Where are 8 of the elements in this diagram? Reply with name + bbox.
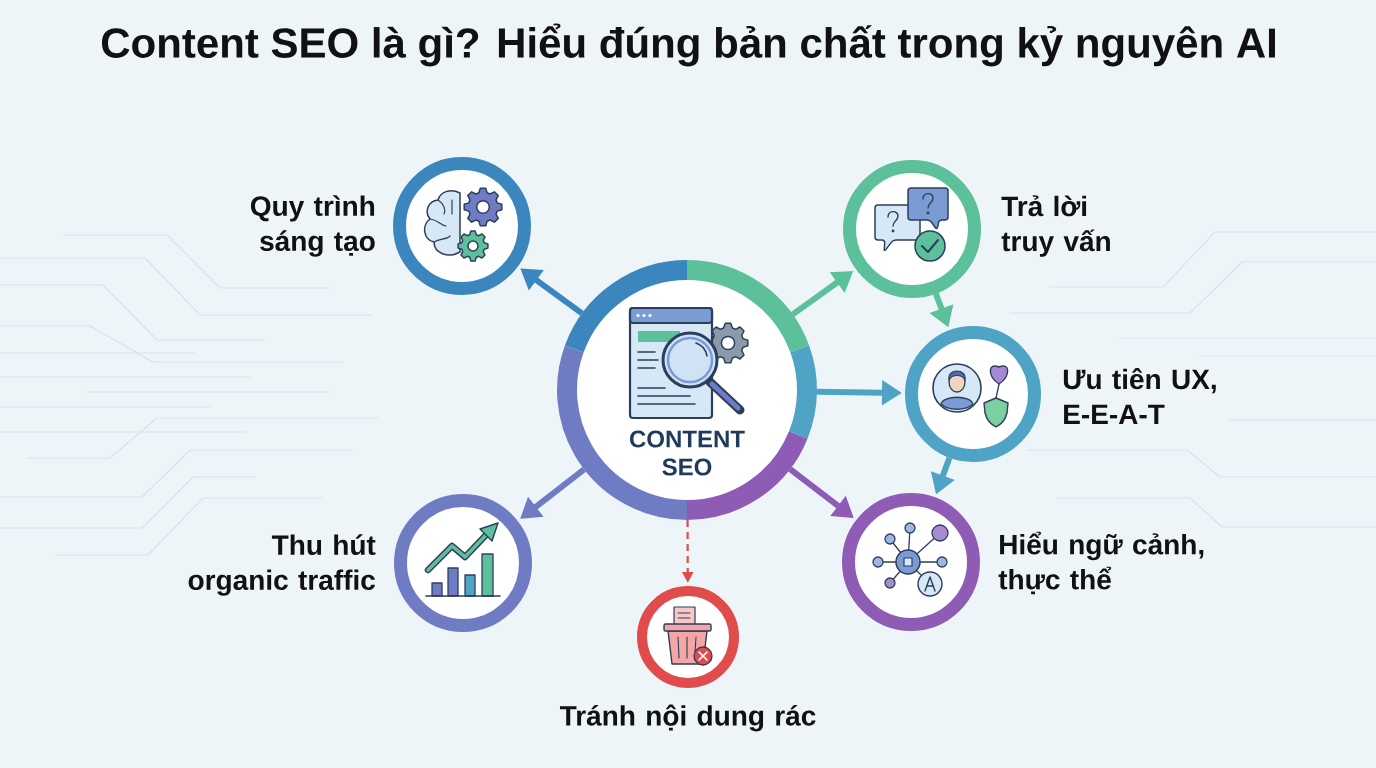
- node-label: CONTENT SEO: [630, 430, 745, 476]
- node-label: Quy trình sáng tạo: [250, 195, 375, 257]
- node-label: Thu hút organic traffic: [188, 534, 376, 596]
- node-label: Trả lời truy vấn: [1001, 195, 1110, 257]
- node-label: Hiểu ngữ cảnh, thực thể: [998, 531, 1204, 595]
- title: Content SEO là gì? Hiểu đúng bản chất trong kỷ nguyên AI: [101, 23, 1275, 67]
- node-label: Ưu tiên UX, E-E-A-T: [1063, 368, 1216, 424]
- node-label: Tránh nội dung rác: [560, 704, 816, 732]
